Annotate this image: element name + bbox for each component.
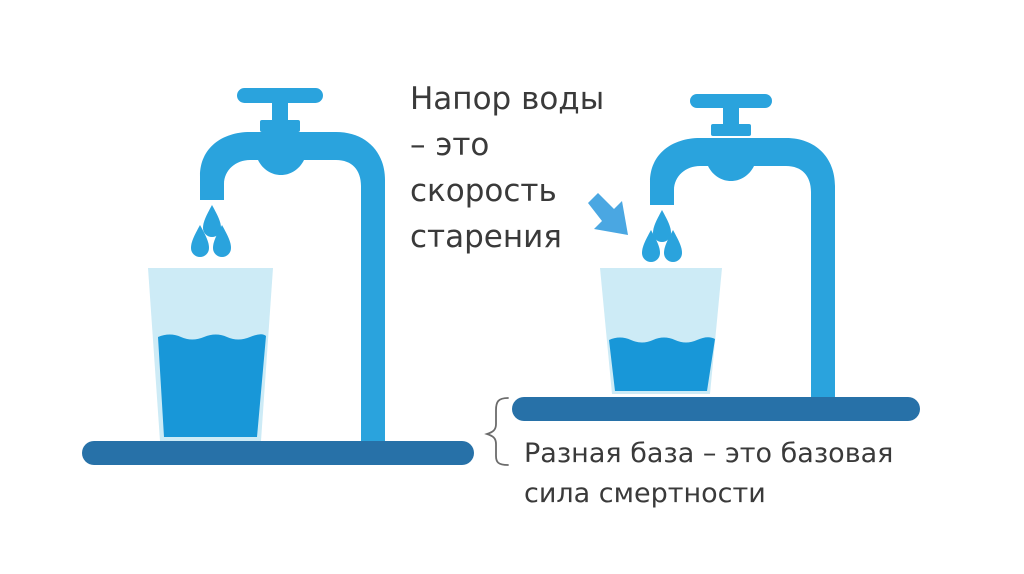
right-faucet-icon — [650, 94, 835, 397]
left-faucet-icon — [200, 88, 385, 441]
base-caption: Разная база – это базовая сила смертност… — [524, 438, 894, 509]
left-base-bar — [82, 441, 474, 465]
left-water-glass-icon — [148, 268, 273, 441]
left-faucet-illustration — [82, 88, 474, 465]
right-water-drop-icon — [642, 210, 682, 262]
pointer-arrow-icon — [588, 193, 628, 235]
left-water-drop-icon — [191, 205, 231, 257]
right-faucet-illustration — [512, 94, 920, 421]
right-base-bar — [512, 397, 920, 421]
pressure-caption: Напор воды – это скорость старения — [410, 81, 605, 255]
curly-brace-icon — [484, 397, 509, 466]
right-water-glass-icon — [600, 268, 722, 394]
